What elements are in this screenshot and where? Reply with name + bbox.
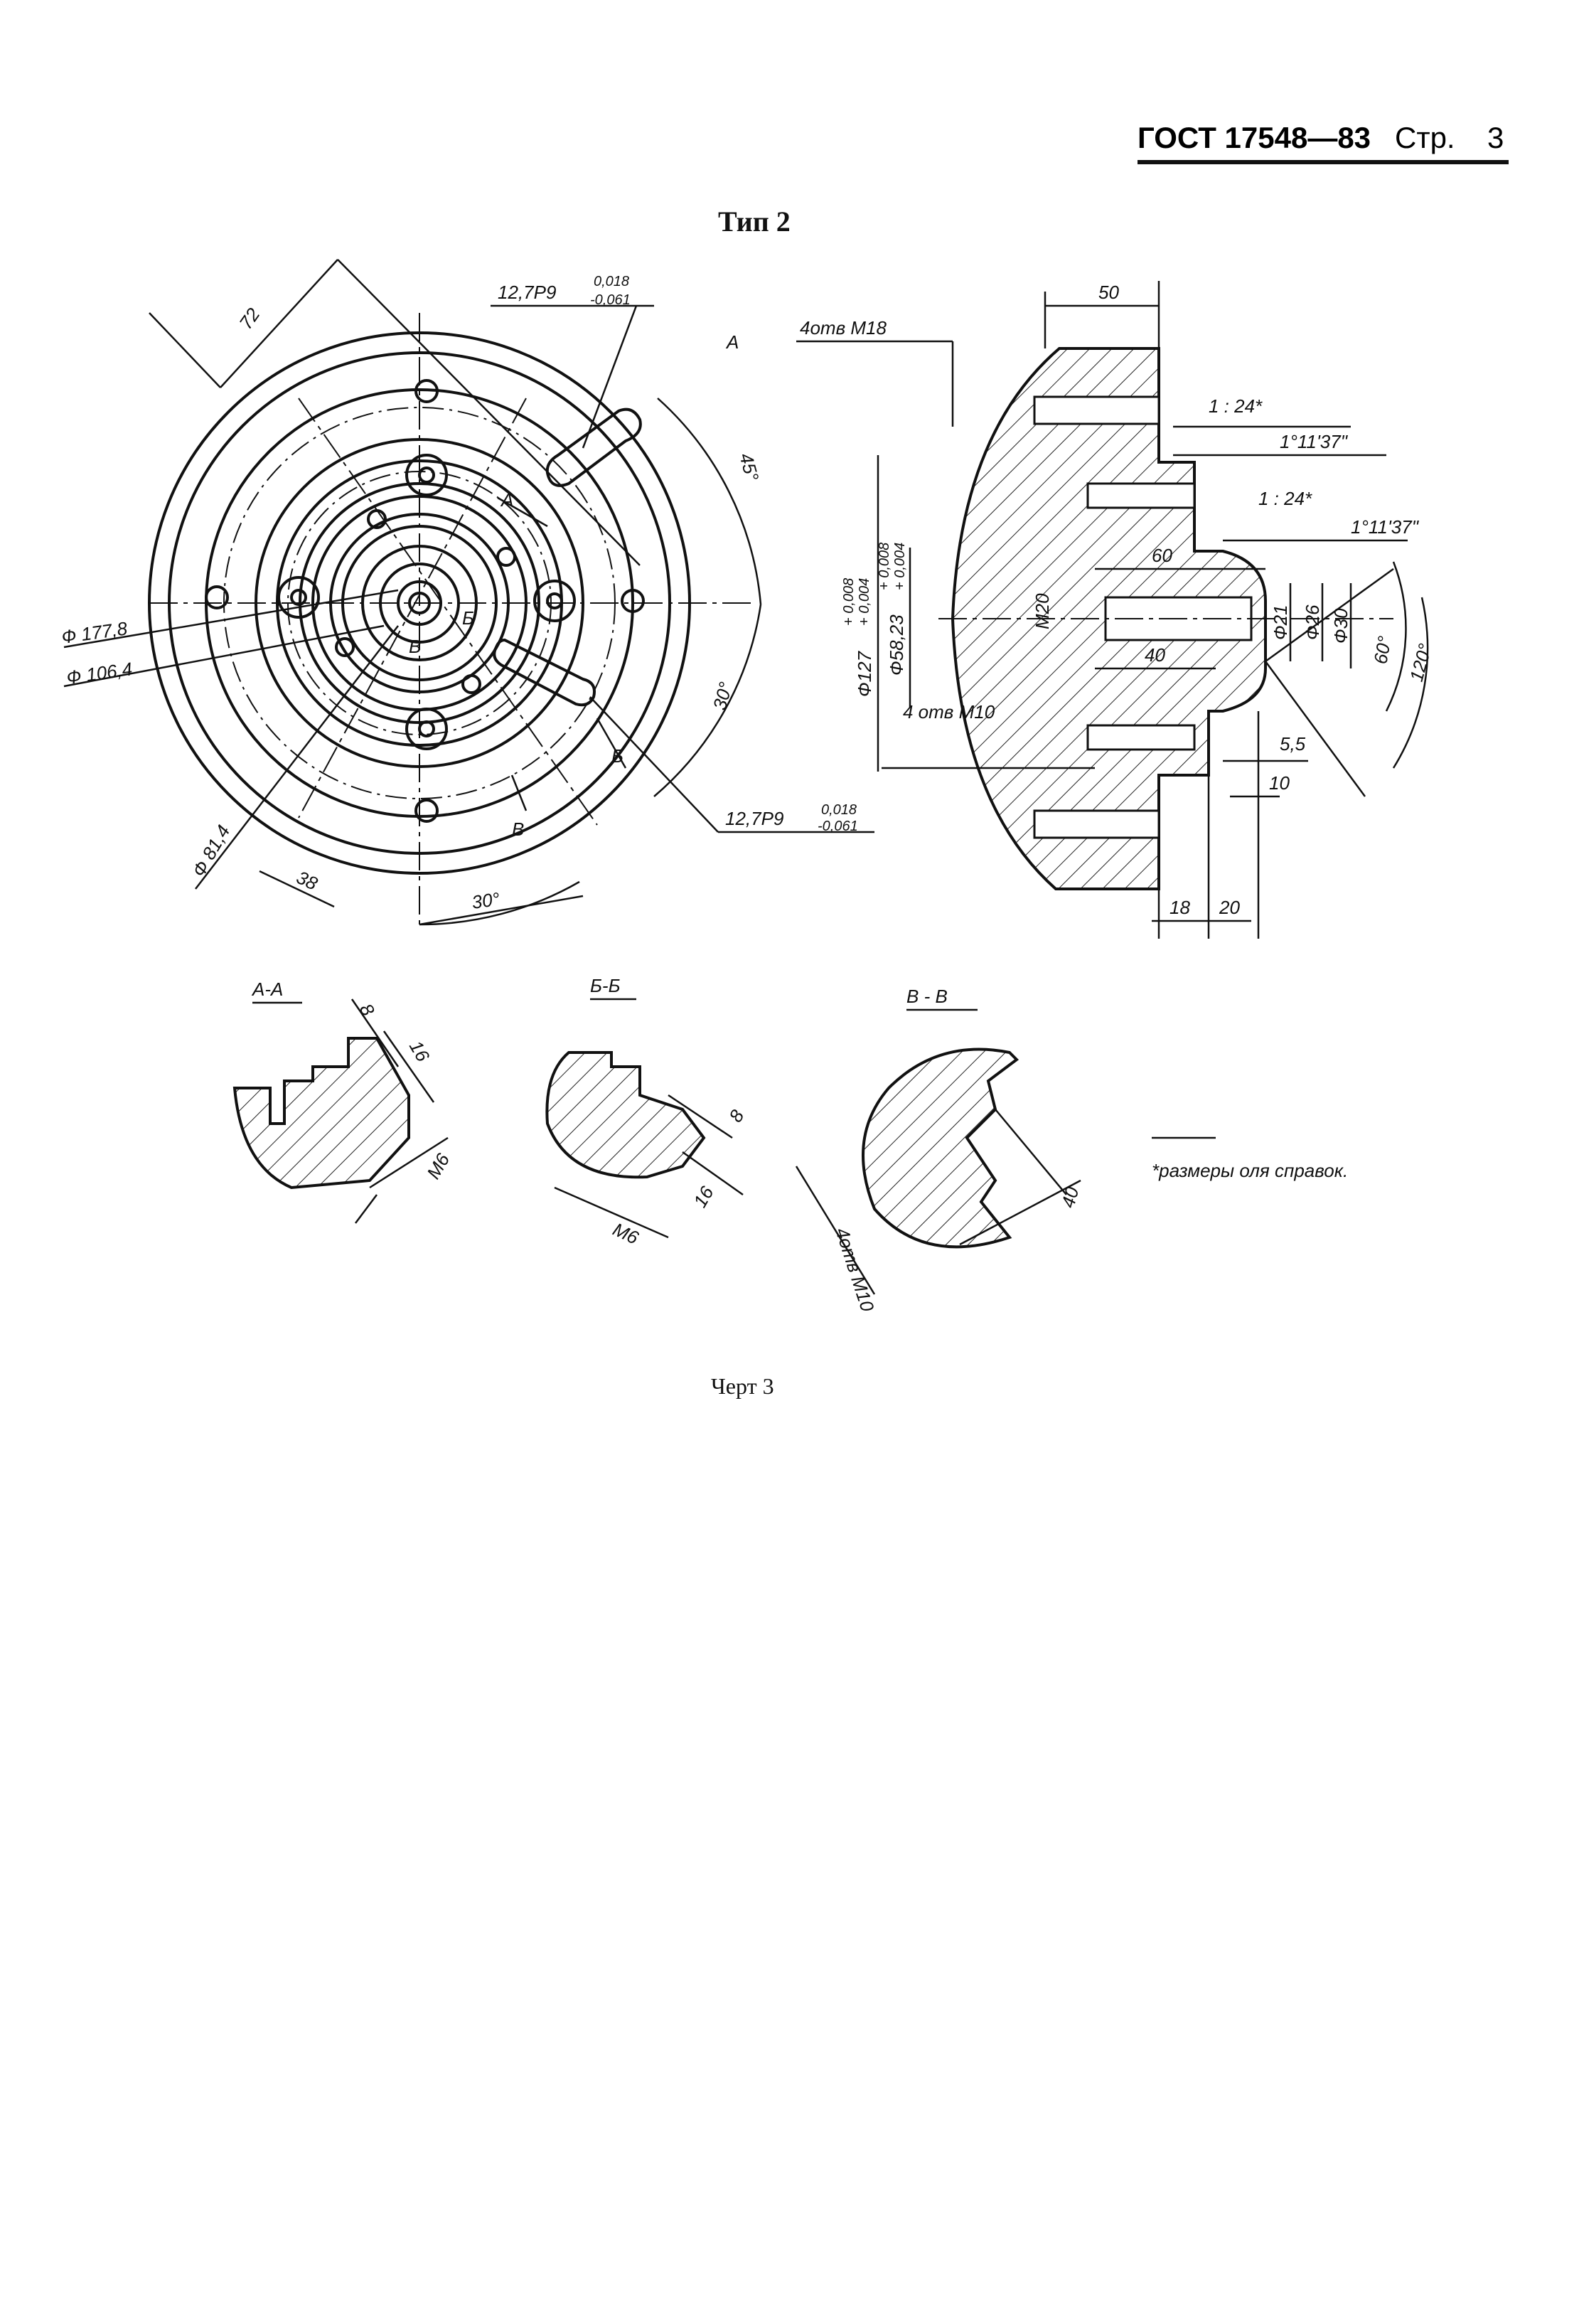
detail-v-v-dim-40: 40: [1057, 1184, 1083, 1210]
dim-diameter-127-tol-upper: + 0,008: [841, 578, 857, 626]
front-view: 72 12,7Р9 0,018 -0,061 Ф 177,8 Ф 106,4 Ф…: [60, 259, 874, 926]
detail-a-a-dim-8: 8: [355, 1000, 379, 1020]
angle-45: 45°: [735, 451, 763, 484]
detail-b-b-title: Б-Б: [590, 975, 621, 996]
dim-5-5: 5,5: [1280, 733, 1306, 755]
dim-key-bottom: 12,7Р9: [725, 808, 783, 829]
section-holes: [1033, 395, 1196, 839]
drawing-caption: Черт 3: [711, 1373, 774, 1399]
taper-1: 1 : 24*: [1209, 395, 1263, 417]
section-dimension-lines: [796, 281, 1429, 939]
detail-a-a-title: А-А: [251, 979, 283, 1000]
angle-30-right: 30°: [709, 680, 737, 713]
dim-key-top: 12,7Р9: [498, 282, 556, 303]
holes-m18: 4отв М18: [800, 317, 887, 339]
section-label-a-2: А: [500, 489, 513, 511]
front-dimension-lines: [63, 259, 874, 926]
angle-60: 60°: [1369, 634, 1395, 666]
detail-v-v: В - В 40 4отв М10: [795, 986, 1083, 1315]
dim-diameter-26: Ф26: [1302, 604, 1323, 640]
dim-key-top-tol-upper: 0,018: [594, 274, 629, 289]
section-label-v-2: В: [409, 636, 421, 657]
thread-m20: М20: [1032, 593, 1053, 629]
taper-2: 1 : 24*: [1258, 488, 1312, 509]
gost-number: ГОСТ 17548—83: [1138, 121, 1371, 154]
detail-b-b-dim-8: 8: [724, 1106, 748, 1126]
key-slots: [493, 407, 642, 707]
detail-a-a-body: [232, 1037, 410, 1190]
detail-b-b: Б-Б 8 16 М6: [545, 975, 749, 1249]
dim-40: 40: [1145, 644, 1165, 666]
section-view: 50 4отв М18 1 : 24* 1°11'37" 1 : 24* 1°1…: [796, 281, 1436, 939]
section-label-v: В: [512, 819, 524, 840]
page-number: 3: [1487, 121, 1504, 154]
dim-diameter-127-tol-lower: + 0,004: [857, 578, 872, 626]
bolt-holes: [205, 379, 645, 823]
dim-50: 50: [1098, 282, 1119, 303]
footnote: *размеры оля справок.: [1152, 1160, 1348, 1181]
dim-key-top-tol-lower: -0,061: [590, 292, 631, 308]
section-label-a: А: [725, 331, 739, 353]
drawing-type-title: Тип 2: [718, 206, 791, 238]
detail-b-b-dim-16: 16: [689, 1182, 718, 1211]
angle-30-bottom: 30°: [471, 888, 501, 913]
dim-diameter-21: Ф21: [1270, 604, 1291, 640]
dim-diameter-106: Ф 106,4: [65, 658, 134, 688]
dim-diameter-30: Ф30: [1330, 608, 1351, 644]
page-label: Стр.: [1395, 121, 1455, 154]
dim-38: 38: [293, 866, 321, 895]
dim-20: 20: [1219, 897, 1240, 918]
dim-60: 60: [1152, 545, 1172, 566]
section-label-b-2: Б: [462, 607, 474, 629]
page-header: ГОСТ 17548—83 Стр. 3: [1138, 121, 1509, 164]
dim-diameter-81: Ф 81,4: [188, 821, 234, 880]
holes-m10: 4 отв М10: [903, 701, 995, 723]
detail-v-v-body: [862, 1048, 1019, 1249]
angle-taper-2: 1°11'37": [1351, 516, 1420, 538]
detail-a-a: А-А 8 16 М6: [232, 979, 454, 1224]
angle-120: 120°: [1406, 641, 1436, 684]
dim-72: 72: [235, 304, 264, 333]
center-lines: [149, 313, 754, 924]
dim-diameter-58: Ф58,23: [886, 614, 907, 676]
dim-key-bottom-tol-lower: -0,061: [818, 819, 858, 834]
detail-a-a-thread-m6: М6: [422, 1149, 454, 1183]
dim-diameter-58-tol-upper: + 0,008: [877, 543, 892, 590]
detail-b-b-body: [545, 1051, 706, 1179]
dim-10: 10: [1269, 772, 1290, 794]
dim-diameter-127: Ф127: [854, 650, 875, 697]
dim-18: 18: [1169, 897, 1190, 918]
section-label-b: Б: [611, 745, 623, 767]
detail-a-a-dim-16: 16: [405, 1037, 434, 1066]
dim-diameter-177: Ф 177,8: [60, 617, 129, 648]
dim-key-bottom-tol-upper: 0,018: [821, 802, 857, 818]
detail-v-v-holes: 4отв М10: [831, 1225, 878, 1315]
dim-diameter-58-tol-lower: + 0,004: [892, 543, 908, 590]
angle-taper-1: 1°11'37": [1280, 431, 1349, 452]
detail-v-v-title: В - В: [906, 986, 948, 1007]
